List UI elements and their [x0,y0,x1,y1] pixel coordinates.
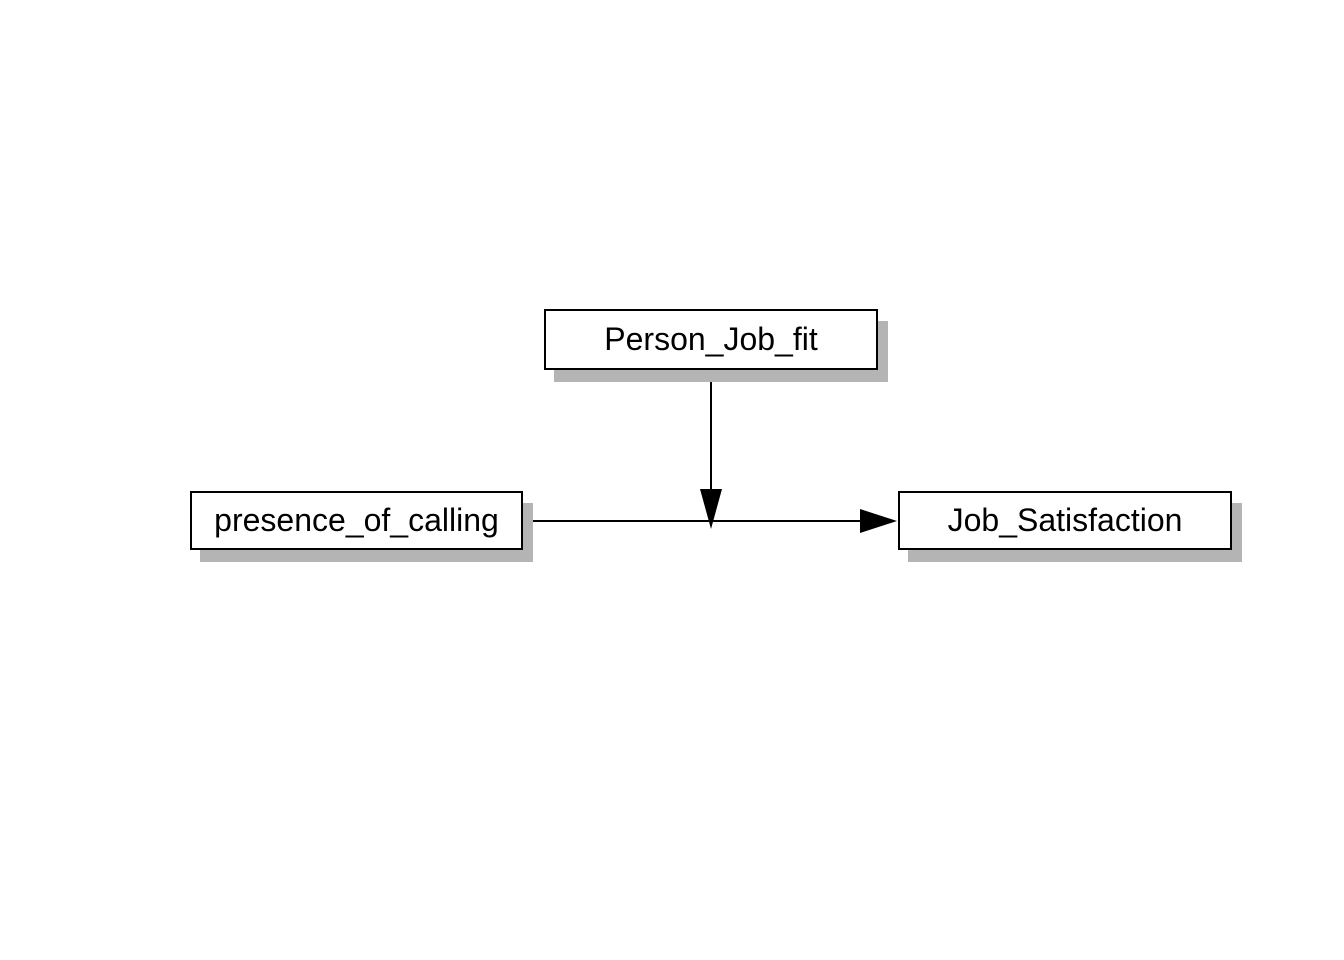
edge-moderation-arrowhead-icon [700,489,722,529]
node-presence-of-calling-label: presence_of_calling [214,501,499,538]
edge-main-path-arrowhead-icon [860,509,897,533]
node-presence-of-calling: presence_of_calling [190,491,523,550]
node-job-satisfaction: Job_Satisfaction [898,491,1232,550]
node-person-job-fit-label: Person_Job_fit [604,320,818,357]
node-person-job-fit: Person_Job_fit [544,309,878,370]
node-job-satisfaction-label: Job_Satisfaction [947,501,1183,538]
